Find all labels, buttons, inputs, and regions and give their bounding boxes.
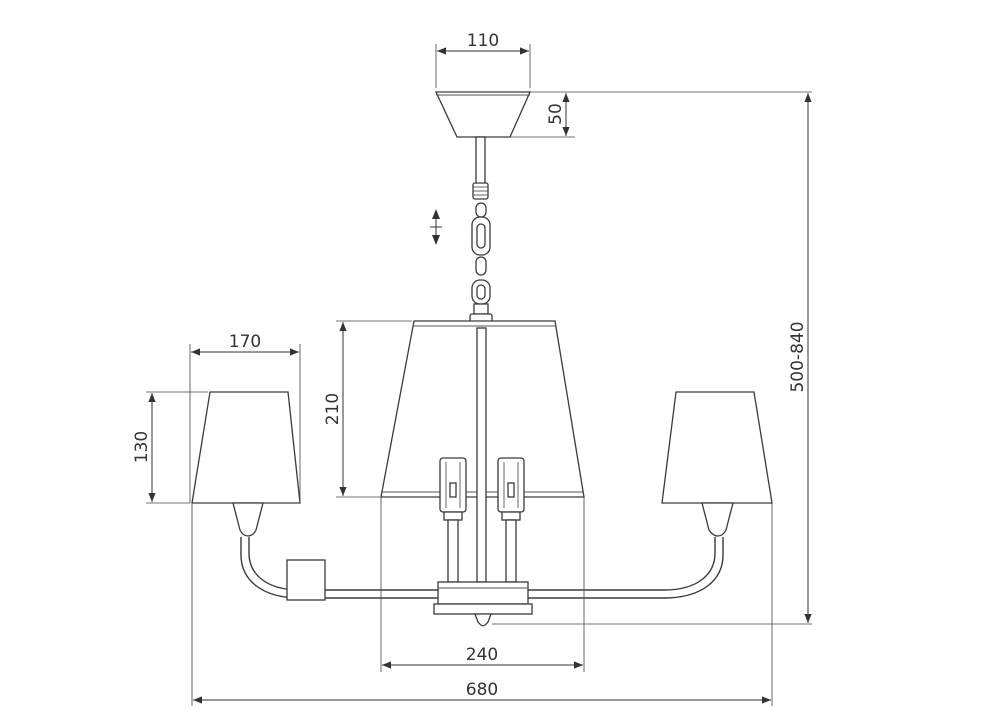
up-down-arrows-icon <box>430 209 442 245</box>
dimension-canopy-height: 50 <box>546 93 570 136</box>
central-rod <box>476 327 487 583</box>
central-hub <box>433 581 533 627</box>
dimension-center-shade-width: 240 <box>382 645 583 669</box>
left-lamp-shade <box>191 391 301 537</box>
suspension-chain <box>469 136 493 329</box>
svg-text:680: 680 <box>466 680 498 700</box>
right-candle-holder <box>497 457 525 583</box>
dimension-overall-height: 500-840 <box>788 93 812 623</box>
dimension-overall-width: 680 <box>193 680 771 704</box>
extension-lines <box>146 44 812 706</box>
svg-text:500-840: 500-840 <box>788 321 808 392</box>
svg-text:170: 170 <box>229 332 261 352</box>
chandelier-arms <box>240 537 724 601</box>
ceiling-canopy <box>434 91 532 138</box>
dimension-side-shade-width: 170 <box>191 332 299 356</box>
dimension-side-shade-height: 130 <box>132 393 156 502</box>
svg-text:210: 210 <box>323 393 343 425</box>
svg-text:50: 50 <box>546 103 566 125</box>
svg-text:240: 240 <box>466 645 498 665</box>
svg-text:110: 110 <box>467 31 499 51</box>
svg-text:130: 130 <box>132 431 152 463</box>
dimension-center-shade-height: 210 <box>323 322 347 496</box>
dimension-canopy-width: 110 <box>437 31 529 55</box>
left-candle-holder <box>439 457 467 583</box>
right-lamp-shade <box>661 391 773 537</box>
